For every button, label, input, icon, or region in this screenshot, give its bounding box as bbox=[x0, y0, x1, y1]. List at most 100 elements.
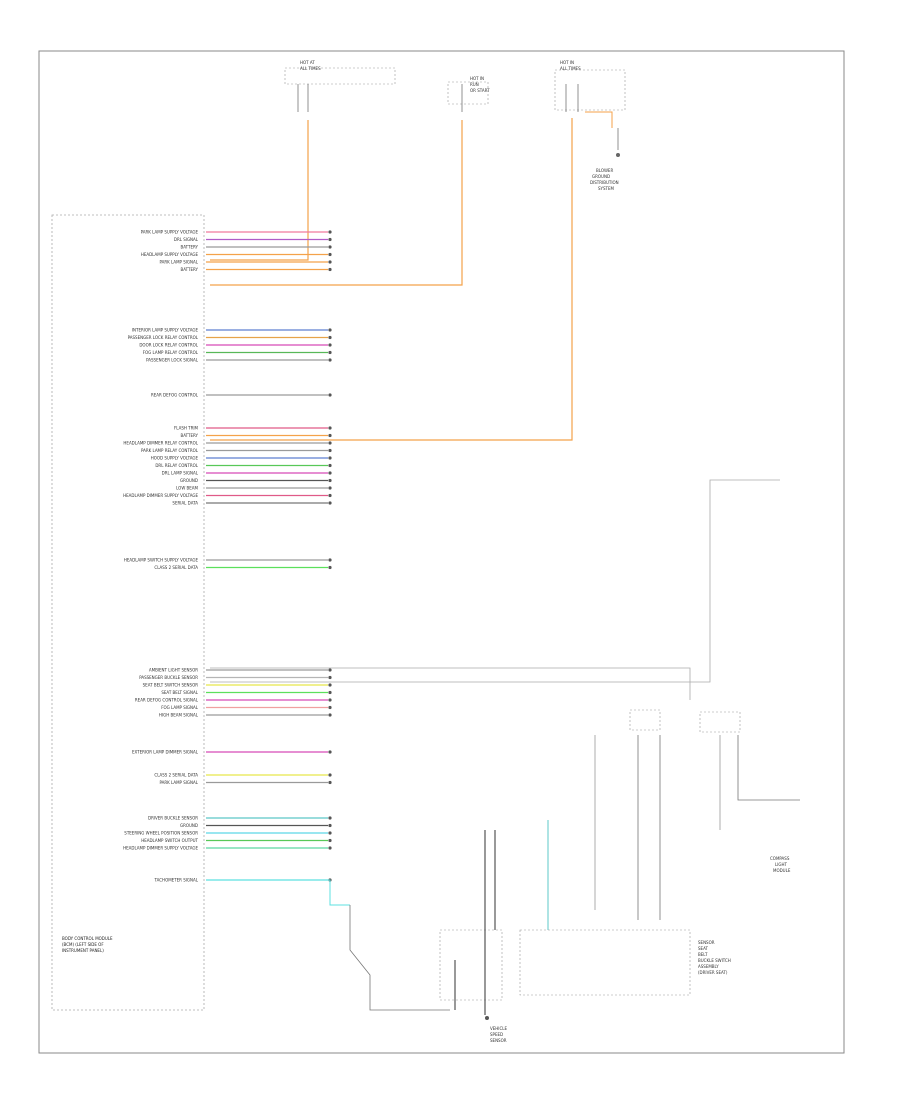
pin-connector-dot bbox=[328, 750, 332, 754]
right-label-5: ASSEMBLY bbox=[698, 964, 719, 969]
pin-label: CLASS 2 SERIAL DATA bbox=[154, 565, 198, 570]
pin-label: PARK LAMP RELAY CONTROL bbox=[141, 448, 199, 453]
pin-label: REAR DEFOG CONTROL bbox=[151, 393, 199, 398]
pin-label: DOOR LOCK RELAY CONTROL bbox=[139, 343, 198, 348]
compass-label-1: COMPASS bbox=[770, 856, 790, 861]
tach-switch bbox=[210, 879, 450, 1011]
pin-connector-dot bbox=[328, 816, 332, 820]
pin-connector-dot bbox=[328, 478, 332, 483]
pin-label: GROUND bbox=[180, 823, 198, 828]
module-label-2: (BCM) (LEFT SIDE OF bbox=[62, 942, 104, 947]
pin-label: CLASS 2 SERIAL DATA bbox=[154, 773, 198, 778]
vss-label-1: VEHICLE bbox=[490, 1026, 507, 1031]
pin-label: HEADLAMP SWITCH SUPPLY VOLTAGE bbox=[124, 558, 199, 563]
pin-connector-dot bbox=[328, 237, 332, 242]
pin-label: PASSENGER BUCKLE SENSOR bbox=[139, 675, 198, 680]
pin-label: BATTERY bbox=[181, 267, 199, 272]
right-circuit: COMPASS LIGHT MODULE bbox=[210, 479, 800, 930]
pin-connector-dot bbox=[328, 558, 332, 562]
vss-label-2: SPEED bbox=[490, 1032, 503, 1037]
fuse-block-2: HOT IN RUN OR START bbox=[447, 76, 490, 112]
seat-belt-switch: SENSOR SEAT BELT BUCKLE SWITCH ASSEMBLY … bbox=[519, 929, 731, 996]
pin-label: DRL SIGNAL bbox=[174, 237, 199, 242]
pin-label: HEADLAMP SWITCH OUTPUT bbox=[141, 838, 198, 843]
pin-connector-dot bbox=[328, 393, 332, 397]
pin-connector-dot bbox=[328, 493, 332, 498]
pin-label: PASSENGER LOCK SIGNAL bbox=[146, 358, 199, 363]
pin-connector-dot bbox=[328, 335, 332, 340]
vehicle-speed-sensor: VEHICLE SPEED SENSOR bbox=[439, 830, 507, 1043]
pin-label: AMBIENT LIGHT SENSOR bbox=[149, 668, 198, 673]
right-label-1: SENSOR bbox=[698, 940, 715, 945]
fuse-block-1: HOT AT ALL TIMES bbox=[284, 60, 396, 112]
pin-connector-dot bbox=[328, 675, 332, 680]
pin-connector-dot bbox=[328, 683, 332, 687]
ground-label-2: GROUND bbox=[592, 174, 610, 179]
pin-connector-dot bbox=[328, 358, 332, 362]
pin-label: PASSENGER LOCK RELAY CONTROL bbox=[128, 335, 199, 340]
pin-label: SEAT BELT SWITCH SENSOR bbox=[143, 683, 199, 688]
pin-connector-dot bbox=[328, 486, 332, 490]
diagram-border bbox=[38, 50, 845, 1054]
fuse-block-1-label-2: ALL TIMES bbox=[300, 66, 321, 71]
pin-label: SEAT BELT SIGNAL bbox=[161, 690, 198, 695]
module-label-3: INSTRUMENT PANEL) bbox=[62, 948, 104, 953]
compass-label-3: MODULE bbox=[773, 868, 791, 873]
pin-connector-dot bbox=[328, 350, 332, 355]
pin-label: STEERING WHEEL POSITION SENSOR bbox=[124, 831, 198, 836]
pin-rows: PARK LAMP SUPPLY VOLTAGE DRL SIGNAL BATTER… bbox=[123, 230, 332, 883]
pin-connector-dot bbox=[328, 501, 332, 505]
pin-connector-dot bbox=[328, 823, 332, 828]
pin-label: TACHOMETER SIGNAL bbox=[153, 878, 198, 883]
right-label-4: BUCKLE SWITCH bbox=[698, 958, 731, 963]
pin-connector-dot bbox=[328, 831, 332, 835]
pin-label: DRIVER BUCKLE SENSOR bbox=[148, 816, 198, 821]
fuse-block-3-label-2: ALL TIMES bbox=[560, 66, 581, 71]
feed-wire-3 bbox=[210, 118, 573, 441]
pin-label: FLASH TRIM bbox=[174, 426, 199, 431]
pin-connector-dot bbox=[328, 245, 332, 249]
right-label-2: SEAT bbox=[698, 946, 708, 951]
pin-connector-dot bbox=[328, 260, 332, 264]
pin-connector-dot bbox=[328, 846, 332, 850]
pin-label: HOOD SUPPLY VOLTAGE bbox=[151, 456, 199, 461]
pin-label: LOW BEAM bbox=[176, 486, 198, 491]
right-label-6: (DRIVER SEAT) bbox=[698, 970, 728, 975]
fuse-block-2-label-1: HOT IN bbox=[470, 76, 484, 81]
fuse-block-2-label-2: RUN bbox=[470, 82, 479, 87]
pin-label: FOG LAMP RELAY CONTROL bbox=[143, 350, 199, 355]
vss-label-3: SENSOR bbox=[490, 1038, 507, 1043]
fuse-block-3-label-1: HOT IN bbox=[560, 60, 574, 65]
feed-wire-4 bbox=[585, 111, 613, 128]
pin-connector-dot bbox=[328, 267, 332, 272]
pin-connector-dot bbox=[328, 780, 332, 785]
pin-connector-dot bbox=[328, 668, 332, 672]
pin-connector-dot bbox=[328, 565, 332, 570]
pin-label: INTERIOR LAMP SUPPLY VOLTAGE bbox=[132, 328, 199, 333]
pin-label: HEADLAMP DIMMER SUPPLY VOLTAGE bbox=[123, 493, 198, 498]
pin-label: BATTERY bbox=[181, 245, 199, 250]
pin-connector-dot bbox=[328, 433, 332, 438]
pin-label: DRL LAMP SIGNAL bbox=[162, 471, 199, 476]
pin-label: HEADLAMP DIMMER RELAY CONTROL bbox=[123, 441, 198, 446]
pin-label: HEADLAMP DIMMER SUPPLY VOLTAGE bbox=[123, 846, 198, 851]
pin-connector-dot bbox=[328, 713, 332, 717]
module-label-1: BODY CONTROL MODULE bbox=[62, 936, 113, 941]
module-outline bbox=[51, 214, 205, 1011]
fuse-block-2-label-3: OR START bbox=[470, 88, 490, 93]
pin-label: PARK LAMP SUPPLY VOLTAGE bbox=[141, 230, 199, 235]
pin-label: HEADLAMP SUPPLY VOLTAGE bbox=[141, 252, 199, 257]
pin-label: DRL RELAY CONTROL bbox=[155, 463, 198, 468]
pin-connector-dot bbox=[328, 838, 332, 843]
pin-label: HIGH BEAM SIGNAL bbox=[159, 713, 199, 718]
pin-connector-dot bbox=[328, 441, 332, 445]
pin-connector-dot bbox=[328, 343, 332, 347]
pin-connector-dot bbox=[328, 252, 332, 257]
pin-connector-dot bbox=[328, 448, 332, 453]
pin-label: PARK LAMP SIGNAL bbox=[159, 260, 198, 265]
feed-wire-2 bbox=[210, 120, 463, 286]
pin-label: REAR DEFOG CONTROL SIGNAL bbox=[135, 698, 199, 703]
ground-symbol: BLOWER GROUND DISTRIBUTION SYSTEM bbox=[590, 128, 620, 191]
pin-connector-dot bbox=[328, 230, 332, 234]
